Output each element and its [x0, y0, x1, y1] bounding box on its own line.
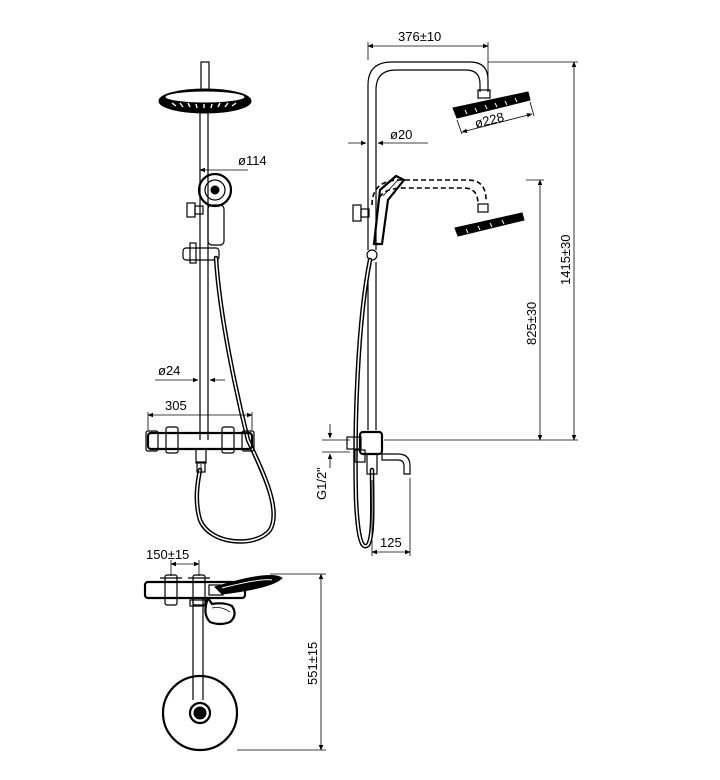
- dim-front-rail: ø24: [155, 363, 225, 383]
- dim-side-pipe: ø20: [348, 127, 428, 146]
- front-rain-head: [158, 61, 252, 114]
- dim-label-head-228: ø228: [473, 109, 505, 131]
- front-mixer: [145, 426, 255, 473]
- dim-label-g12: G1/2": [314, 467, 329, 500]
- dim-label-spout-125: 125: [380, 535, 402, 550]
- side-alt-position: [371, 179, 525, 237]
- front-view: ø114 ø24 305: [145, 61, 276, 544]
- dim-label-reach-376: 376±10: [398, 29, 441, 44]
- dim-label-depth-551: 551±15: [305, 642, 320, 685]
- dim-label-mixer-305: 305: [165, 398, 187, 413]
- top-view: 150±15 551±15: [143, 547, 326, 752]
- dim-side-connection: G1/2": [314, 424, 350, 500]
- dim-side-total-height: 1415±30: [384, 61, 578, 441]
- dim-front-width: 305: [147, 398, 253, 430]
- dim-label-centers-150: 150±15: [146, 547, 189, 562]
- dim-top-centers: 150±15: [146, 547, 200, 576]
- front-riser-pipe: [199, 108, 209, 440]
- dim-side-head: ø228: [456, 101, 535, 135]
- dim-side-mixer-to-head: 825±30: [524, 179, 544, 441]
- dim-label-height-1415: 1415±30: [558, 234, 573, 285]
- side-hose: [353, 257, 375, 549]
- top-pipe: [189, 598, 207, 700]
- dim-label-pipe-20: ø20: [390, 127, 412, 142]
- side-riser-and-arm: [366, 61, 489, 430]
- dim-label-head-114: ø114: [238, 153, 267, 168]
- dim-label-height-825: 825±30: [524, 302, 539, 345]
- top-hand-shower: [204, 597, 236, 626]
- front-hand-shower: [182, 172, 233, 264]
- side-hand-shower: [352, 174, 406, 246]
- side-mixer: [346, 430, 411, 475]
- side-view: 376±10 ø228 ø20 1415±30 825±30: [314, 29, 578, 556]
- top-rain-head: [161, 674, 239, 752]
- dim-top-depth: 551±15: [237, 573, 326, 751]
- dim-side-spout: 125: [371, 478, 411, 556]
- top-mixer: [143, 574, 283, 606]
- side-rain-head: [452, 89, 531, 119]
- dim-front-head: ø114: [199, 153, 267, 173]
- dim-side-reach: 376±10: [367, 29, 489, 90]
- dim-label-rail-24: ø24: [158, 363, 180, 378]
- front-hose: [194, 255, 276, 544]
